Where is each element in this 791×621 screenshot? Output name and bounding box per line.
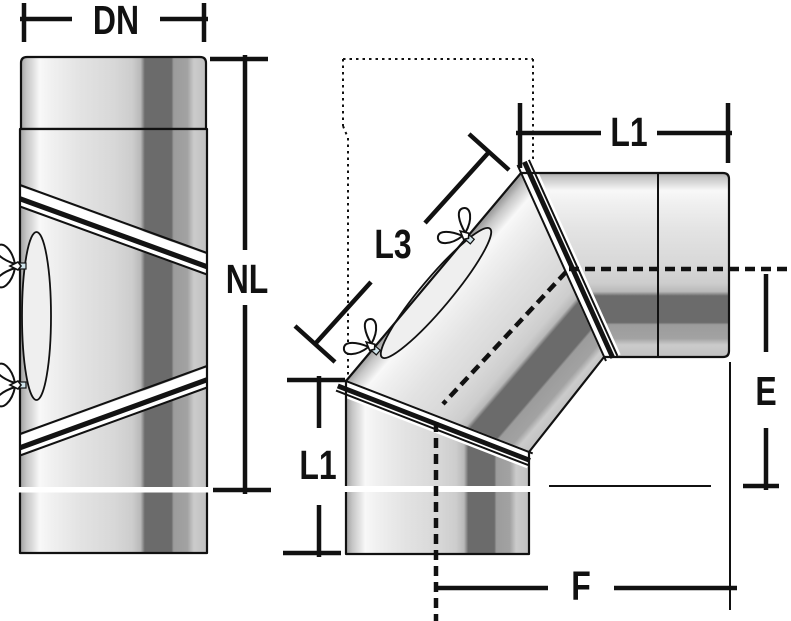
l1-top-label: L1: [610, 109, 647, 155]
dimension-nl: NL: [210, 55, 271, 494]
inspection-oval: [379, 227, 493, 359]
elbow-diagonal-segment: [346, 173, 604, 452]
phantom-straight-outline: [342, 58, 534, 381]
elbow-outline: [344, 171, 731, 556]
pipe-collar: [19, 55, 208, 131]
dimension-f: F: [436, 563, 737, 609]
elbow-bent-view: L1 L3 L1 E F: [283, 58, 788, 621]
dimension-l3: L3: [293, 132, 511, 364]
dimension-dn: DN: [20, 0, 208, 43]
l3-label: L3: [374, 221, 411, 267]
rotating-joint-band-lower: [19, 365, 208, 457]
dimension-l1-side: L1: [283, 376, 345, 557]
rotating-joint-band-upper: [19, 184, 208, 276]
f-label: F: [571, 563, 591, 609]
centerlines: [433, 266, 788, 621]
nl-label: NL: [226, 256, 269, 302]
dn-label: DN: [93, 0, 139, 43]
inspection-oval: [21, 231, 52, 401]
l1-side-label: L1: [299, 442, 336, 488]
dimension-e: E: [743, 274, 779, 490]
elbow-horizontal-segment: [521, 173, 729, 357]
e-label: E: [755, 368, 776, 414]
dimension-l1-top: L1: [516, 103, 732, 168]
elbow-vertical-segment: [346, 381, 529, 554]
socket-joint-line: [18, 487, 209, 493]
miter-joint-upper: [516, 158, 621, 362]
straight-pipe-view: DN NL: [0, 0, 271, 555]
